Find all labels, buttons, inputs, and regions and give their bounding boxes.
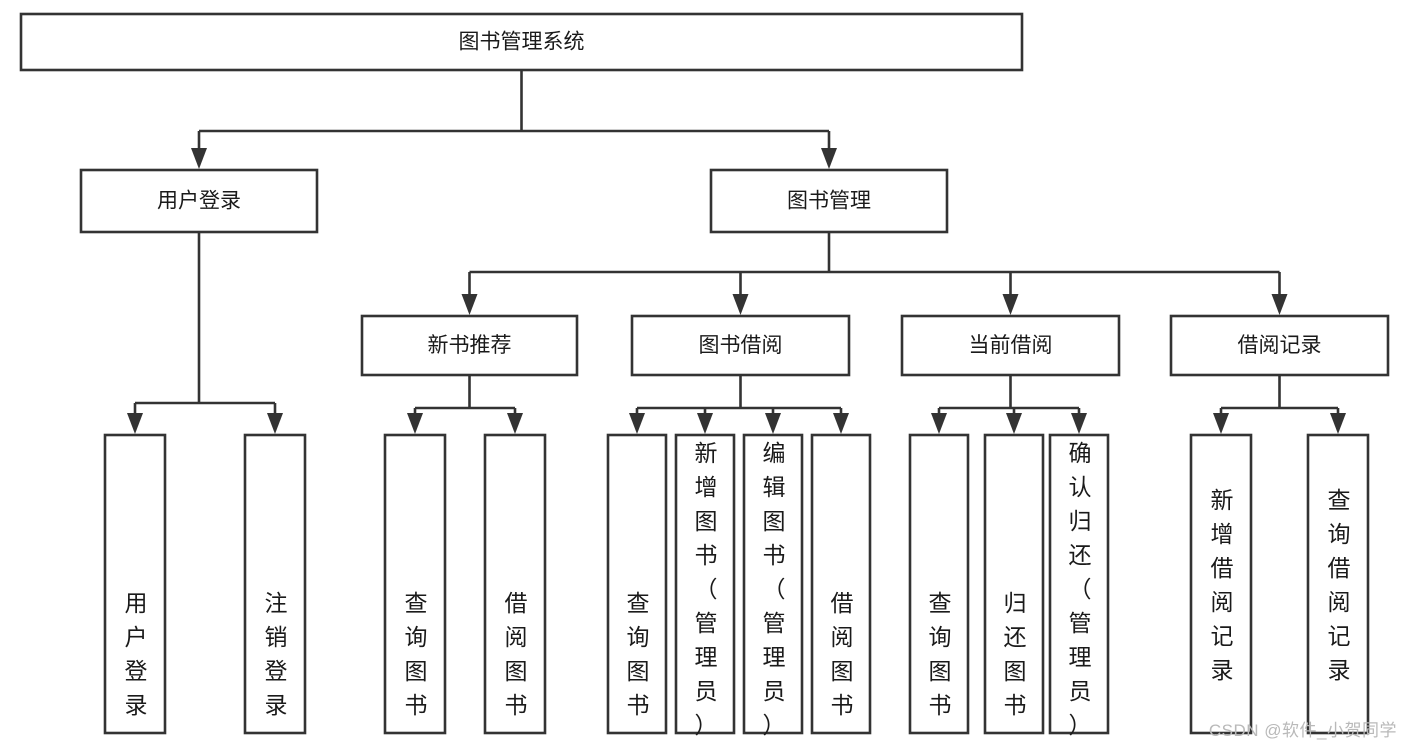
node-borrow-record[interactable]: 借阅记录 xyxy=(1169,314,1390,377)
node-label-vertical: 归还图书 xyxy=(1004,590,1027,718)
node-label: 用户登录 xyxy=(157,190,241,213)
node-leaf-query-book-2[interactable]: 查询图书 xyxy=(606,433,668,735)
arrow-head-icon xyxy=(1006,413,1022,434)
node-user-login[interactable]: 用户登录 xyxy=(79,168,319,234)
watermark: CSDN @软件_小贺同学 xyxy=(1208,721,1397,740)
node-box xyxy=(709,168,949,234)
arrow-head-icon xyxy=(127,413,143,434)
arrow-head-icon xyxy=(461,294,478,315)
node-label-vertical: 确认归还（管理员） xyxy=(1069,440,1092,738)
node-leaf-logout[interactable]: 注销登录 xyxy=(243,433,307,735)
node-leaf-borrow-book-1[interactable]: 借阅图书 xyxy=(483,433,547,735)
node-label-vertical: 查询图书 xyxy=(405,590,428,718)
node-box xyxy=(103,433,167,735)
node-label-vertical: 查询图书 xyxy=(929,590,952,718)
node-box xyxy=(1306,433,1370,735)
node-label-vertical: 新增图书（管理员） xyxy=(695,440,718,738)
arrow-head-icon xyxy=(267,413,283,434)
node-root[interactable]: 图书管理系统 xyxy=(19,12,1024,72)
node-label-vertical: 借阅图书 xyxy=(831,590,854,718)
connector-layer xyxy=(127,70,1346,434)
arrow-head-icon xyxy=(1002,294,1019,315)
node-box xyxy=(1189,433,1253,735)
node-leaf-user-login[interactable]: 用户登录 xyxy=(103,433,167,735)
node-box xyxy=(908,433,970,735)
node-leaf-edit-book[interactable]: 编辑图书（管理员） xyxy=(742,433,804,738)
node-label: 新书推荐 xyxy=(428,334,512,357)
node-label: 借阅记录 xyxy=(1238,334,1322,357)
node-box xyxy=(483,433,547,735)
node-layer: 图书管理系统用户登录图书管理新书推荐图书借阅当前借阅借阅记录用户登录注销登录查询… xyxy=(19,12,1390,738)
node-leaf-borrow-book-2[interactable]: 借阅图书 xyxy=(810,433,872,735)
node-leaf-confirm-return[interactable]: 确认归还（管理员） xyxy=(1048,433,1110,738)
node-label-vertical: 编辑图书（管理员） xyxy=(763,440,786,738)
node-label: 图书管理系统 xyxy=(459,31,585,54)
node-leaf-return-book[interactable]: 归还图书 xyxy=(983,433,1045,735)
node-leaf-query-book-1[interactable]: 查询图书 xyxy=(383,433,447,735)
node-label: 图书借阅 xyxy=(699,334,783,357)
arrow-head-icon xyxy=(1330,413,1346,434)
node-book-borrow[interactable]: 图书借阅 xyxy=(630,314,851,377)
node-label-vertical: 新增借阅记录 xyxy=(1211,487,1234,683)
node-box xyxy=(606,433,668,735)
node-box xyxy=(19,12,1024,72)
arrow-head-icon xyxy=(931,413,947,434)
node-box xyxy=(674,433,736,735)
arrow-head-icon xyxy=(1271,294,1288,315)
node-box xyxy=(900,314,1121,377)
node-box xyxy=(360,314,579,377)
node-box xyxy=(1048,433,1110,735)
node-label: 当前借阅 xyxy=(969,334,1053,357)
arrow-head-icon xyxy=(697,413,713,434)
arrow-head-icon xyxy=(507,413,523,434)
node-box xyxy=(79,168,319,234)
arrow-head-icon xyxy=(629,413,645,434)
arrow-head-icon xyxy=(765,413,781,434)
arrow-head-icon xyxy=(732,294,749,315)
arrow-head-icon xyxy=(407,413,423,434)
arrow-head-icon xyxy=(1071,413,1087,434)
node-label-vertical: 用户登录 xyxy=(125,590,148,718)
node-box xyxy=(742,433,804,735)
node-box xyxy=(1169,314,1390,377)
node-new-book-recommend[interactable]: 新书推荐 xyxy=(360,314,579,377)
node-leaf-add-book[interactable]: 新增图书（管理员） xyxy=(674,433,736,738)
node-box xyxy=(383,433,447,735)
node-box xyxy=(243,433,307,735)
node-box xyxy=(630,314,851,377)
arrow-head-icon xyxy=(191,148,207,169)
node-box xyxy=(983,433,1045,735)
arrow-head-icon xyxy=(1213,413,1229,434)
node-box xyxy=(810,433,872,735)
node-leaf-query-book-3[interactable]: 查询图书 xyxy=(908,433,970,735)
arrow-head-icon xyxy=(821,148,837,169)
node-label-vertical: 借阅图书 xyxy=(505,590,528,718)
arrow-head-icon xyxy=(833,413,849,434)
node-label-vertical: 查询图书 xyxy=(627,590,650,718)
node-label-vertical: 注销登录 xyxy=(265,590,288,718)
node-leaf-query-record[interactable]: 查询借阅记录 xyxy=(1306,433,1370,735)
node-leaf-add-record[interactable]: 新增借阅记录 xyxy=(1189,433,1253,735)
node-current-borrow[interactable]: 当前借阅 xyxy=(900,314,1121,377)
node-label: 图书管理 xyxy=(787,190,871,213)
node-book-manage[interactable]: 图书管理 xyxy=(709,168,949,234)
node-label-vertical: 查询借阅记录 xyxy=(1328,487,1351,683)
